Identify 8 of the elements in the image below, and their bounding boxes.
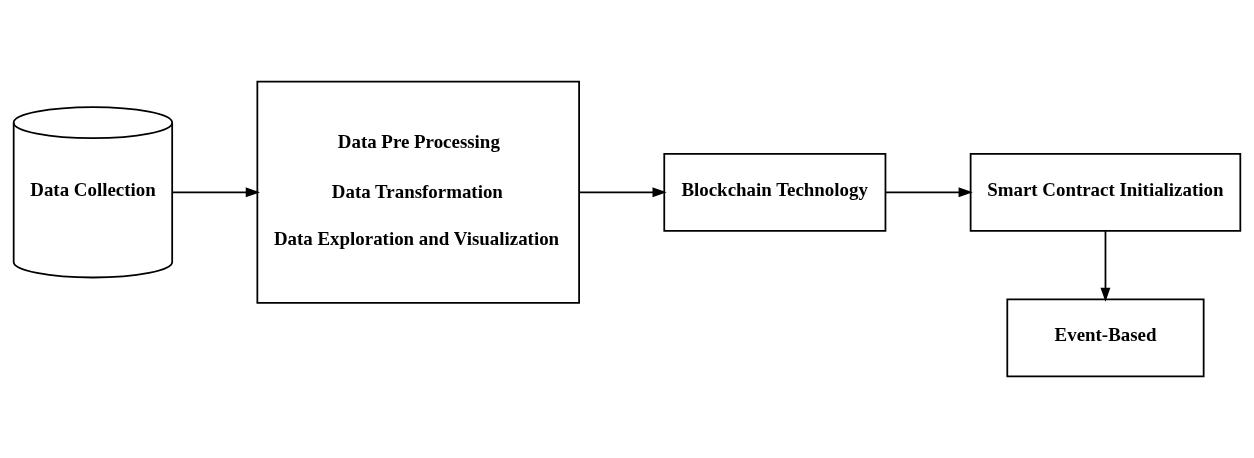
node-box: Event-Based xyxy=(1006,298,1205,378)
arrow xyxy=(1100,230,1111,302)
node-box: Data Pre Processing Data Transformation Data Exploration and Visualization xyxy=(256,80,580,304)
node-box: Blockchain Technology xyxy=(663,153,887,232)
arrow xyxy=(884,187,973,198)
arrow xyxy=(578,187,667,198)
node-box: Smart Contract Initialization xyxy=(969,153,1242,232)
arrow xyxy=(171,187,260,198)
